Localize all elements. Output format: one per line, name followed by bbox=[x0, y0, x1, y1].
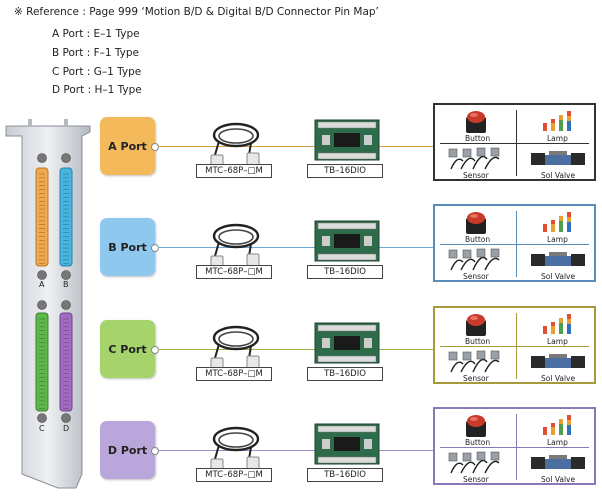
signal-lamp-icon bbox=[543, 111, 571, 131]
connector-label-d: D bbox=[63, 424, 70, 433]
port-0: A Port bbox=[100, 117, 155, 175]
terminal-block-image bbox=[314, 119, 380, 161]
valve-label: Sol Valve bbox=[541, 475, 576, 484]
link-line bbox=[158, 146, 434, 147]
proximity-sensor-icon bbox=[448, 451, 500, 474]
button-label: Button bbox=[465, 337, 491, 346]
terminal-block-label: TB–16DIO bbox=[307, 367, 383, 381]
cable-model-label: MTC–68P–□M bbox=[196, 468, 272, 482]
terminal-block-label: TB–16DIO bbox=[307, 265, 383, 279]
push-button-icon bbox=[466, 212, 486, 234]
valve-label: Sol Valve bbox=[541, 171, 576, 180]
device-box: Button Lamp bbox=[433, 407, 596, 485]
proximity-sensor-icon bbox=[448, 147, 500, 170]
connector-label-c: C bbox=[39, 424, 45, 433]
connector-c bbox=[35, 312, 49, 412]
port-dot bbox=[151, 447, 159, 455]
port-label: B Port bbox=[108, 240, 147, 254]
solenoid-valve-icon bbox=[531, 151, 585, 165]
terminal-block-image bbox=[314, 322, 380, 364]
solenoid-valve-icon bbox=[531, 252, 585, 266]
cable-model-label: MTC–68P–□M bbox=[196, 265, 272, 279]
proximity-sensor-icon bbox=[448, 248, 500, 271]
sensor-label: Sensor bbox=[463, 475, 489, 484]
terminal-block-image bbox=[314, 220, 380, 262]
lamp-label: Lamp bbox=[547, 438, 568, 447]
cable-model-label: MTC–68P–□M bbox=[196, 164, 272, 178]
reference-line-b: B Port : F–1 Type bbox=[52, 47, 139, 59]
device-box: Button Lamp bbox=[433, 204, 596, 282]
terminal-block-label: TB–16DIO bbox=[307, 164, 383, 178]
link-line bbox=[158, 349, 434, 350]
port-label: C Port bbox=[108, 342, 147, 356]
link-line bbox=[158, 247, 434, 248]
link-line bbox=[158, 450, 434, 451]
connector-d bbox=[59, 312, 73, 412]
push-button-icon bbox=[466, 111, 486, 133]
valve-label: Sol Valve bbox=[541, 374, 576, 383]
signal-lamp-icon bbox=[543, 314, 571, 334]
lamp-label: Lamp bbox=[547, 235, 568, 244]
valve-label: Sol Valve bbox=[541, 272, 576, 281]
port-3: D Port bbox=[100, 421, 155, 479]
port-2: C Port bbox=[100, 320, 155, 378]
port-dot bbox=[151, 346, 159, 354]
port-dot bbox=[151, 143, 159, 151]
signal-lamp-icon bbox=[543, 415, 571, 435]
sensor-label: Sensor bbox=[463, 171, 489, 180]
proximity-sensor-icon bbox=[448, 350, 500, 373]
cable-model-label: MTC–68P–□M bbox=[196, 367, 272, 381]
button-label: Button bbox=[465, 134, 491, 143]
device-box: Button Lamp bbox=[433, 306, 596, 384]
cable-image bbox=[210, 223, 260, 271]
reference-line-d: D Port : H–1 Type bbox=[52, 84, 142, 96]
terminal-block-label: TB–16DIO bbox=[307, 468, 383, 482]
port-1: B Port bbox=[100, 218, 155, 276]
solenoid-valve-icon bbox=[531, 354, 585, 368]
terminal-block-image bbox=[314, 423, 380, 465]
push-button-icon bbox=[466, 314, 486, 336]
sensor-label: Sensor bbox=[463, 374, 489, 383]
button-label: Button bbox=[465, 438, 491, 447]
sensor-label: Sensor bbox=[463, 272, 489, 281]
port-label: A Port bbox=[108, 139, 147, 153]
connector-label-b: B bbox=[63, 280, 69, 289]
button-label: Button bbox=[465, 235, 491, 244]
reference-line-a: A Port : E–1 Type bbox=[52, 28, 140, 40]
connector-b bbox=[59, 167, 73, 267]
lamp-label: Lamp bbox=[547, 337, 568, 346]
device-box: Button Lamp bbox=[433, 103, 596, 181]
lamp-label: Lamp bbox=[547, 134, 568, 143]
reference-line-c: C Port : G–1 Type bbox=[52, 66, 142, 78]
port-label: D Port bbox=[107, 443, 148, 457]
push-button-icon bbox=[466, 415, 486, 437]
signal-lamp-icon bbox=[543, 212, 571, 232]
port-dot bbox=[151, 244, 159, 252]
connector-label-a: A bbox=[39, 280, 45, 289]
reference-title: ※ Reference : Page 999 ‘Motion B/D & Dig… bbox=[14, 6, 379, 18]
solenoid-valve-icon bbox=[531, 455, 585, 469]
connector-a bbox=[35, 167, 49, 267]
pci-bracket bbox=[5, 119, 91, 489]
